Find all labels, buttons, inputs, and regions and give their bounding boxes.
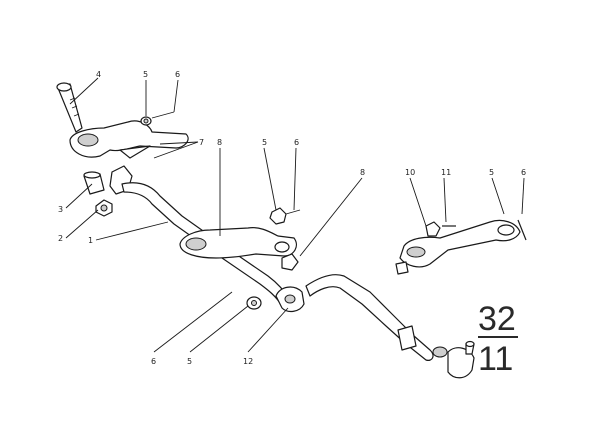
ball-joint-left bbox=[275, 286, 305, 313]
washer-nut-top bbox=[140, 116, 152, 126]
callout-5-middle: 5 bbox=[262, 138, 267, 147]
idler-arm-upper bbox=[69, 120, 189, 159]
callout-2: 2 bbox=[58, 234, 63, 243]
group-code: 32 11 bbox=[478, 300, 518, 378]
pin-bolt bbox=[56, 82, 83, 133]
callout-6-bottom: 6 bbox=[151, 357, 156, 366]
callout-7: 7 bbox=[199, 138, 204, 147]
callout-5-top: 5 bbox=[143, 70, 148, 79]
callout-5-bottom: 5 bbox=[187, 357, 192, 366]
callout-8-upper: 8 bbox=[217, 138, 222, 147]
tie-rod-right bbox=[305, 274, 448, 361]
callout-5-right: 5 bbox=[489, 168, 494, 177]
leader-lines bbox=[65, 77, 525, 353]
callout-1: 1 bbox=[88, 236, 93, 245]
group-code-top: 32 bbox=[478, 300, 516, 338]
callout-labels: 4 5 6 7 8 5 6 3 2 1 8 10 11 5 6 6 5 12 bbox=[58, 70, 526, 366]
callout-6-middle: 6 bbox=[294, 138, 299, 147]
bushing bbox=[83, 171, 105, 195]
callout-11: 11 bbox=[441, 168, 451, 177]
nut-right-of-pitman bbox=[281, 253, 299, 271]
group-code-bottom: 11 bbox=[478, 340, 513, 378]
tie-rod-end-right bbox=[447, 340, 475, 379]
nut-right-10 bbox=[425, 221, 441, 237]
pitman-arm bbox=[179, 227, 297, 259]
washer-lower bbox=[246, 296, 262, 310]
callout-6-top: 6 bbox=[175, 70, 180, 79]
callout-6-right: 6 bbox=[521, 168, 526, 177]
nut-middle bbox=[269, 207, 301, 225]
nut-lower-left bbox=[95, 199, 113, 217]
callout-8-right: 8 bbox=[360, 168, 365, 177]
callout-12: 12 bbox=[243, 357, 253, 366]
callout-4: 4 bbox=[96, 70, 101, 79]
idler-arm-right bbox=[395, 219, 521, 275]
callout-10: 10 bbox=[405, 168, 415, 177]
callout-3: 3 bbox=[58, 205, 63, 214]
pin-right-6 bbox=[517, 219, 527, 241]
